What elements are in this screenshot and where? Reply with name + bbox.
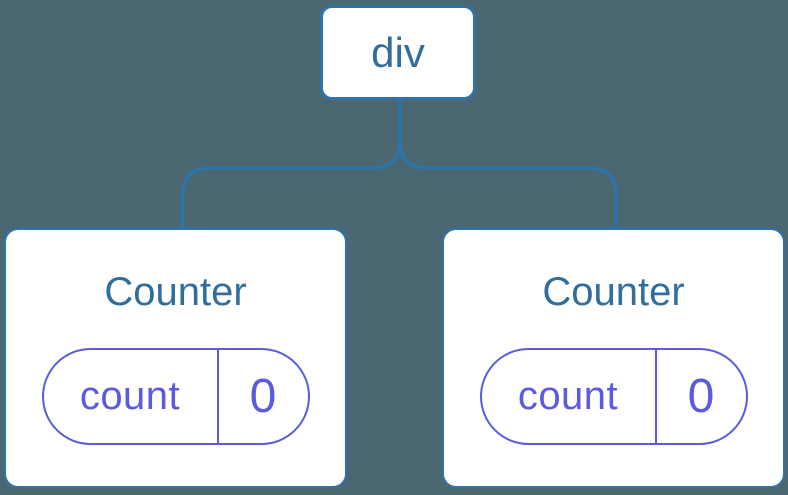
connector-branch-left <box>181 97 402 229</box>
counter-card-right: Counter count 0 <box>442 228 785 488</box>
state-key-label: count <box>79 374 181 418</box>
state-pill: count 0 <box>479 348 748 445</box>
state-value: 0 <box>687 370 715 423</box>
state-value: 0 <box>249 370 277 423</box>
connector-branch-right <box>398 97 618 229</box>
counter-title: Counter <box>542 270 685 314</box>
root-node-label: div <box>371 28 425 76</box>
state-pill-divider <box>654 350 657 443</box>
state-key-label: count <box>517 374 619 418</box>
state-pill-divider <box>216 350 219 443</box>
counter-card-left: Counter count 0 <box>4 228 347 488</box>
root-node-div: div <box>320 5 476 100</box>
state-pill: count 0 <box>41 348 310 445</box>
counter-title: Counter <box>104 270 247 314</box>
